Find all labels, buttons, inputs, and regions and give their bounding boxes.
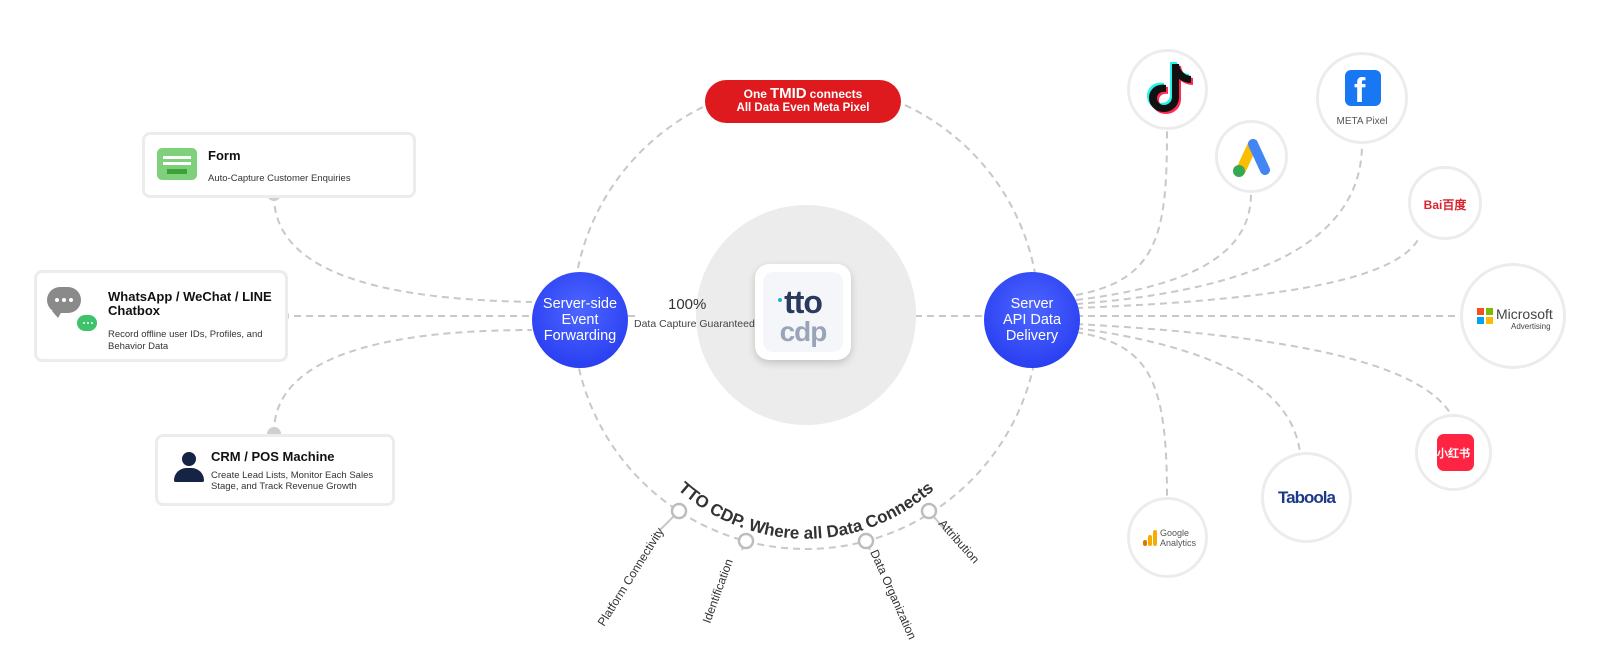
right-node-line3: Delivery [1005, 328, 1059, 344]
feature-dot-identification [737, 532, 755, 550]
right-node-line1: Server [1010, 296, 1054, 312]
chat-title-line1: WhatsApp / WeChat / LINE [108, 289, 272, 304]
left-node-line2: Event [561, 312, 599, 328]
feature-label-platform: Platform Connectivity [595, 525, 667, 629]
microsoft-icon [1477, 308, 1493, 324]
feature-label-data-org: Data Organization [867, 548, 919, 642]
crm-connector [272, 329, 533, 435]
microsoft-sub: Advertising [1511, 322, 1551, 331]
google-analytics-label2: Analytics [1160, 538, 1197, 548]
xiaohongshu-badge: 小红书 [1415, 414, 1492, 491]
chat-bubbles-icon [47, 287, 99, 335]
chat-desc-line2: Behavior Data [108, 341, 169, 352]
xiaohongshu-icon [1437, 434, 1474, 471]
google-analytics-label1: Google [1160, 528, 1190, 538]
taboola-label: Taboola [1278, 488, 1336, 507]
form-connector [272, 193, 533, 303]
meta-label: META Pixel [1336, 116, 1388, 127]
baidu-label: Bai百度 [1423, 198, 1467, 212]
feature-dot-data-org [857, 532, 875, 550]
tto-cdp-logo: tto cdp [755, 264, 851, 360]
feature-dot-platform [670, 502, 688, 520]
feature-dot-attribution [920, 502, 938, 520]
microsoft-advertising-badge: Microsoft Advertising [1460, 263, 1566, 369]
feature-label-attribution: Attribution [936, 517, 983, 567]
crm-card: CRM / POS Machine Create Lead Lists, Mon… [155, 434, 395, 506]
banner-highlight: TMID [769, 85, 807, 102]
chat-card: WhatsApp / WeChat / LINE Chatbox Record … [34, 270, 288, 362]
baidu-badge: Bai百度 [1408, 166, 1482, 240]
meta-pixel-badge: f META Pixel [1316, 52, 1408, 144]
taboola-connector [1075, 327, 1301, 453]
capture-percent: 100% [668, 296, 707, 313]
google-analytics-badge: Google Analytics [1127, 497, 1208, 578]
server-api-data-delivery-node: Server API Data Delivery [984, 272, 1080, 368]
xiaohongshu-label: 小红书 [1437, 448, 1470, 460]
microsoft-label: Microsoft [1496, 306, 1553, 322]
baidu-connector [1075, 235, 1421, 309]
chat-desc-line1: Record offline user IDs, Profiles, and [108, 329, 263, 340]
taboola-badge: Taboola [1261, 452, 1352, 543]
crm-title: CRM / POS Machine [211, 449, 335, 464]
banner-suffix: connects [809, 87, 863, 101]
left-node-line1: Server-side [542, 296, 618, 312]
feature-label-identification: Identification [700, 557, 736, 625]
crm-desc-line2: Stage, and Track Revenue Growth [211, 481, 357, 492]
logo-tto-text: tto [784, 284, 823, 320]
arc-title: TTO CDP. Where all Data Connects [675, 478, 937, 543]
google-ads-connector [1075, 191, 1253, 301]
form-title: Form [208, 148, 241, 163]
crm-desc-line1: Create Lead Lists, Monitor Each Sales [211, 470, 374, 481]
banner-prefix: One [743, 87, 767, 101]
person-icon [174, 452, 204, 482]
logo-cdp-text: cdp [779, 316, 828, 347]
capture-label: Data Capture Guaranteed [634, 318, 755, 330]
meta-connector [1075, 143, 1363, 305]
google-analytics-icon [1143, 530, 1157, 546]
banner-line2: All Data Even Meta Pixel [736, 102, 870, 114]
form-desc: Auto-Capture Customer Enquiries [208, 173, 351, 184]
server-side-event-forwarding-node: Server-side Event Forwarding [532, 272, 628, 368]
google-ads-icon [1231, 136, 1275, 178]
form-card: Form Auto-Capture Customer Enquiries [142, 132, 416, 198]
tiktok-icon [1145, 62, 1193, 116]
facebook-icon: f [1345, 70, 1381, 109]
google-ads-badge [1215, 120, 1288, 193]
tiktok-connector [1075, 129, 1168, 296]
logo-inner: tto cdp [763, 272, 843, 352]
right-node-line2: API Data [1002, 312, 1062, 328]
google-analytics-connector [1075, 331, 1168, 498]
logo-dot [778, 298, 782, 302]
form-icon [157, 148, 197, 180]
tiktok-badge [1127, 49, 1208, 130]
xiaohongshu-connector [1075, 323, 1453, 417]
left-node-line3: Forwarding [543, 328, 617, 344]
chat-title-line2: Chatbox [108, 303, 160, 318]
